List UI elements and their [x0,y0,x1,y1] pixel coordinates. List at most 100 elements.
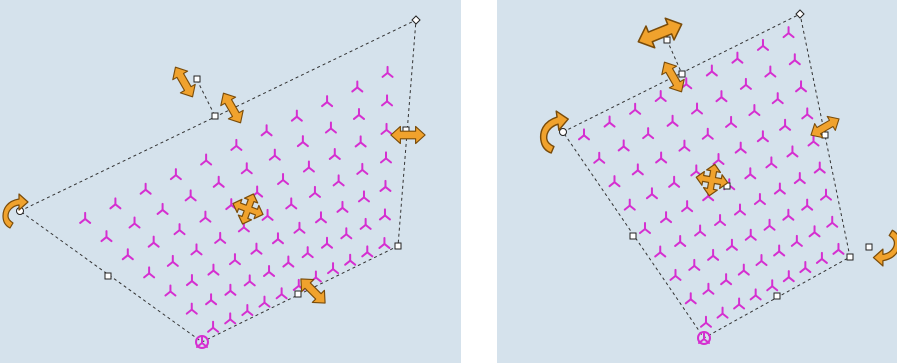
symbol-marker [241,304,254,317]
symbol-marker [702,282,715,295]
rotate-arrow-icon[interactable] [872,229,897,267]
resize-diagonal-arrow-icon[interactable] [807,112,843,142]
right-panel [497,0,897,363]
symbol-marker [681,200,694,213]
resize-horizontal-arrow-icon[interactable] [390,125,426,145]
corner-node[interactable] [795,9,805,19]
corner-node[interactable] [559,128,567,136]
symbol-marker [184,189,197,202]
right-canvas[interactable] [497,0,897,363]
resize-diagonal-arrow-icon[interactable] [295,273,331,309]
move-cross-arrow-icon[interactable] [693,161,730,198]
symbol-marker [354,135,367,148]
symbol-marker [608,175,621,188]
symbol-marker [631,163,644,176]
symbol-marker [212,175,225,188]
resize-diagonal-arrow-icon[interactable] [634,13,686,52]
symbol-marker [332,174,345,187]
symbol-marker [756,38,769,51]
edge-node[interactable] [629,232,637,240]
symbol-marker [357,190,370,203]
corner-node[interactable] [411,15,421,25]
symbol-marker [725,115,738,128]
symbol-marker [739,77,752,90]
rotation-node[interactable] [663,36,671,44]
symbol-marker [773,244,786,257]
symbol-marker [378,236,391,249]
edge-node[interactable] [773,292,781,300]
resize-diagonal-arrow-icon[interactable] [657,58,689,96]
symbol-marker [690,164,703,177]
rotation-node[interactable] [865,243,873,251]
edge-node[interactable] [104,272,112,280]
symbol-marker [725,238,738,251]
symbol-marker [296,135,309,148]
symbol-marker [674,234,687,247]
symbol-marker [782,26,795,39]
symbol-marker [359,217,372,230]
symbol-marker [361,245,374,258]
symbol-marker [268,148,281,161]
symbol-marker [793,172,806,185]
edge-node[interactable] [678,70,686,78]
corner-node[interactable] [394,242,402,250]
symbol-marker [720,273,733,286]
symbol-marker [707,248,720,261]
symbol-marker [109,197,122,210]
symbol-marker [801,107,814,120]
symbol-marker [654,90,667,103]
symbol-marker [277,173,290,186]
symbol-marker [340,227,353,240]
left-canvas[interactable] [0,0,461,363]
symbol-marker [169,168,182,181]
symbol-marker [716,306,729,319]
edge-node[interactable] [294,290,302,298]
symbol-marker [712,152,725,165]
symbol-marker [714,213,727,226]
symbol-marker [795,80,808,93]
symbol-marker [282,255,295,268]
symbol-marker [185,302,198,315]
move-cross-arrow-icon[interactable] [227,188,268,229]
symbol-marker [733,297,746,310]
symbol-marker [790,234,803,247]
symbol-marker [668,175,681,188]
symbol-marker [779,118,792,131]
resize-diagonal-arrow-icon[interactable] [168,63,200,101]
rotation-node[interactable] [193,75,201,83]
symbol-marker [577,128,590,141]
anchor-point-icon[interactable] [697,331,711,345]
symbol-marker [224,283,237,296]
symbol-marker [121,248,134,261]
symbol-marker [669,268,682,281]
symbol-marker [156,202,169,215]
symbol-marker [230,138,243,151]
symbol-marker [302,160,315,173]
symbol-marker [815,251,828,264]
symbol-marker [698,332,710,344]
symbol-marker [755,254,768,267]
corner-node[interactable] [846,253,854,261]
symbol-marker [645,187,658,200]
symbol-grid [79,65,394,333]
symbol-marker [654,245,667,258]
anchor-point-icon[interactable] [195,335,209,349]
left-panel [0,0,461,363]
symbol-marker [782,270,795,283]
symbol-marker [699,315,712,328]
symbol-marker [771,92,784,105]
edge-node[interactable] [211,112,219,120]
symbol-marker [173,223,186,236]
symbol-marker [766,279,779,292]
symbol-marker [352,107,365,120]
rotate-arrow-icon[interactable] [2,193,29,229]
symbol-marker [314,211,327,224]
rotate-arrow-icon[interactable] [537,110,572,155]
symbol-marker [826,215,839,228]
symbol-marker [749,288,762,301]
symbol-marker [207,320,220,333]
rotation-stem [196,79,216,117]
edge-node[interactable] [821,131,829,139]
symbol-marker [655,151,668,164]
resize-diagonal-arrow-icon[interactable] [216,89,248,127]
